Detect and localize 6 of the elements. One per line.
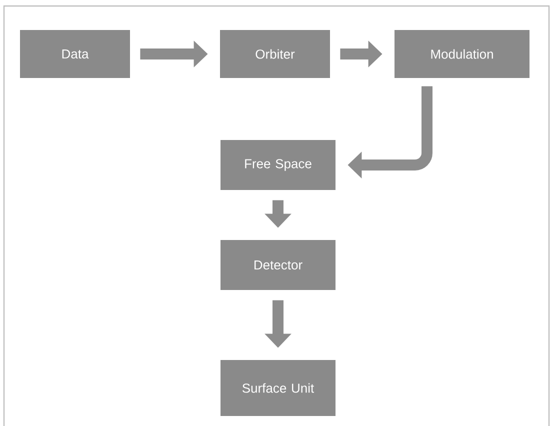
process-box: Free Space [220,140,336,190]
process-box: Orbiter [220,30,330,78]
process-box: Surface Unit [220,360,336,416]
process-box: Modulation [394,30,530,78]
process-box: Data [20,30,130,78]
process-box: Detector [220,240,336,290]
